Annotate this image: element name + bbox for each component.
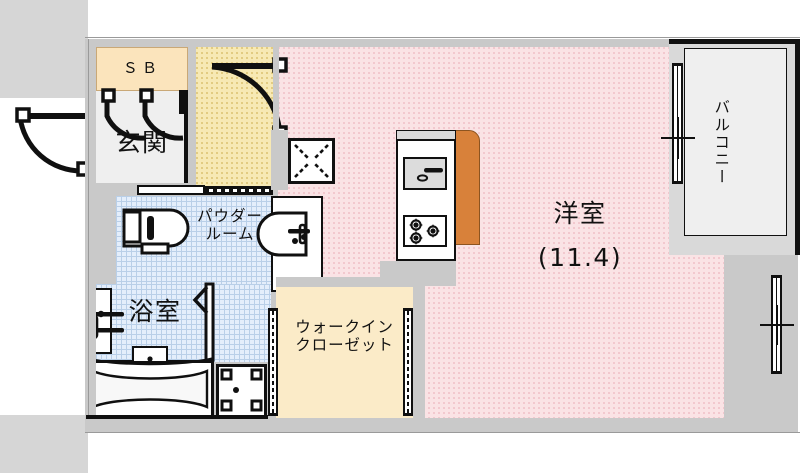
wic-door-right-hatch-icon	[407, 311, 409, 413]
entrance-step-door[interactable]	[137, 185, 205, 195]
kitchen-sink	[403, 157, 447, 190]
balcony-wall-right	[795, 39, 800, 255]
gas-burner-icon	[409, 218, 440, 245]
wall-bottom-outer	[85, 418, 798, 432]
wall-hairline-left	[88, 39, 89, 431]
powder-room-label: パウダー ルーム	[197, 207, 263, 244]
building-outline-bottom	[85, 432, 800, 433]
corridor	[196, 47, 273, 186]
walk-in-closet	[276, 286, 413, 418]
balcony-label: バルコニー	[712, 99, 731, 186]
room-window-symbol-v	[776, 305, 778, 345]
powder-room-door[interactable]	[205, 186, 273, 195]
neighbor-unit-top-left	[0, 0, 88, 98]
bathtub-drain-icon	[147, 356, 153, 362]
wic-door-left-hatch-icon	[272, 311, 274, 413]
balcony-door-symbol-v	[677, 117, 679, 159]
entrance-door-a-swing[interactable]	[101, 88, 150, 142]
wall-corridor-right	[273, 47, 279, 131]
bathtub-tap	[132, 346, 168, 363]
bath-door-folding[interactable]	[192, 282, 216, 364]
entrance-door-b-swing[interactable]	[139, 88, 188, 142]
room-main	[278, 47, 724, 423]
bathroom-label: 浴室	[128, 297, 182, 326]
neighbor-unit-bottom-left	[0, 415, 88, 473]
shoe-box-label: ＳＢ	[122, 59, 162, 77]
kitchen-counter	[455, 130, 480, 245]
balcony-wall-top	[669, 39, 800, 44]
bathtub-icon	[91, 369, 209, 409]
room-main-label: 洋室	[553, 199, 607, 228]
bathroom-bottom-edge	[86, 415, 268, 419]
kitchen-faucet-icon	[416, 168, 443, 182]
washer-pan-upper-icon	[294, 144, 329, 178]
wall-left-of-kitchen	[271, 130, 288, 190]
washer-pan-lower-icon	[220, 368, 263, 412]
vanity-basin-icon	[256, 211, 310, 257]
balcony-floor	[684, 48, 787, 236]
toilet-icon	[122, 208, 190, 255]
wall-between-wic-and-room	[413, 286, 425, 423]
room-main-area: (11.4)	[537, 243, 623, 272]
powder-room-extension	[214, 284, 271, 362]
wall-left-outer	[85, 39, 96, 431]
entrance-partition	[184, 90, 188, 183]
walk-in-closet-label: ウォークイン クローゼット	[295, 318, 394, 355]
building-outline-top	[85, 37, 800, 38]
wall-above-wic	[276, 277, 425, 287]
entrance-door-jamb	[179, 90, 185, 114]
powder-room-door-hatch-icon	[209, 189, 269, 192]
bathtub-rim-curve	[85, 356, 215, 366]
